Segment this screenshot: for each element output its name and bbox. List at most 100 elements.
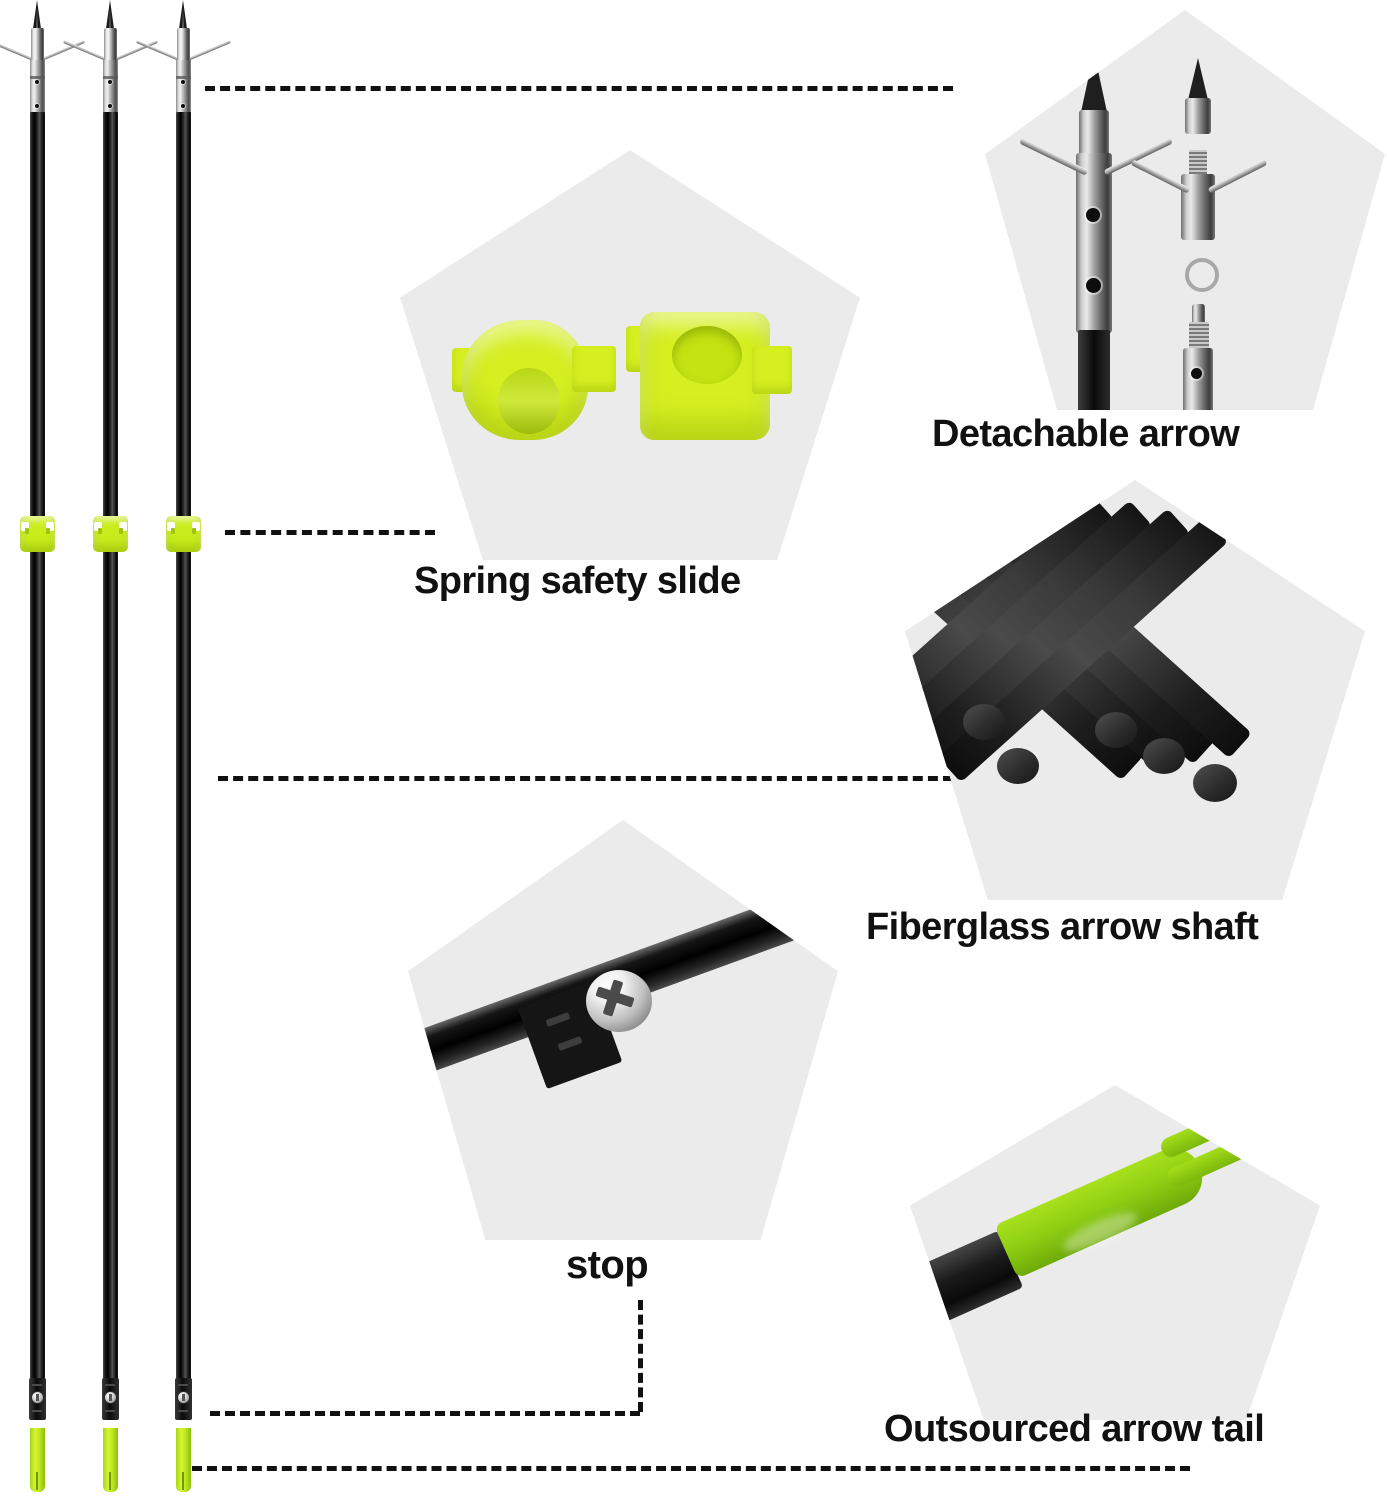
arrow-shaft (103, 112, 118, 1402)
da-exploded-tip-icon (1188, 58, 1208, 100)
arrow-3 (136, 0, 231, 1500)
stop-collar-ridge-top (32, 1384, 42, 1386)
safety-slide-notch-left (94, 522, 102, 531)
stop-collar-ridge-top (178, 1384, 188, 1386)
arrow-nock-slot (109, 1472, 111, 1490)
caption-spring-safety-slide: Spring safety slide (414, 560, 741, 602)
fiberglass-arrow-shaft-illustration (905, 480, 1365, 900)
safety-slide-ear-left (25, 528, 29, 534)
ss-left-tab-inner (572, 346, 616, 392)
da-point-base (1079, 110, 1109, 156)
connector-stop-horizontal (210, 1411, 640, 1416)
safety-slide-notch-right (192, 522, 200, 531)
arrow-nock (103, 1428, 118, 1492)
safety-slide-ear-left (98, 528, 102, 534)
stop-illustration (408, 820, 838, 1240)
broadhead-ferrule-lower (176, 60, 191, 116)
card-fiberglass-arrow-shaft (905, 480, 1365, 900)
da-exploded-insert-hole (1191, 368, 1202, 379)
broadhead-ferrule-lower (103, 60, 118, 116)
ss-right-bore (672, 326, 742, 384)
arrow-nock (30, 1428, 45, 1492)
connector-stop-vertical (638, 1300, 643, 1412)
arrow-shaft (176, 112, 191, 1402)
broadhead-hole-lower (108, 104, 112, 108)
caption-fiberglass-arrow-shaft: Fiberglass arrow shaft (866, 906, 1259, 948)
card-outsourced-arrow-tail (910, 1085, 1320, 1420)
broadhead-barb-left-icon (0, 40, 34, 61)
broadhead-hole-upper (35, 80, 39, 84)
broadhead-barb-left-icon (63, 40, 107, 61)
broadhead-hole-upper (181, 80, 185, 84)
safety-slide-ear-left (171, 528, 175, 534)
connector-spring-safety-slide (225, 530, 435, 535)
ss-left-core (498, 368, 560, 434)
broadhead-hole-lower (35, 104, 39, 108)
arrow-tip-highlight (182, 8, 184, 34)
stop-collar-screw-icon (32, 1392, 43, 1403)
arrow-2 (63, 0, 158, 1500)
stop-collar-screw-icon (105, 1392, 116, 1403)
broadhead-hole-upper (108, 80, 112, 84)
arrow-tip-highlight (109, 8, 111, 34)
da-exploded-insert-body (1183, 348, 1213, 410)
fiberglass-rod-end-4 (1143, 738, 1185, 774)
da-hole-upper (1086, 208, 1100, 222)
broadhead-band (103, 76, 118, 79)
broadhead-hole-lower (181, 104, 185, 108)
da-exploded-stud (1192, 304, 1205, 326)
arrow-nock (176, 1428, 191, 1492)
da-hole-lower (1086, 278, 1101, 293)
broadhead-band (176, 76, 191, 79)
broadhead-ferrule-lower (30, 60, 45, 116)
safety-slide-ear-right (119, 528, 123, 534)
arrow-nock-slot (182, 1472, 184, 1490)
safety-slide-notch-right (119, 522, 127, 531)
caption-detachable-arrow: Detachable arrow (932, 413, 1240, 455)
stop-collar-ridge-top (105, 1384, 115, 1386)
arrow-tip-highlight (36, 8, 38, 34)
caption-stop: stop (566, 1243, 649, 1287)
da-exploded-thread-upper (1189, 150, 1207, 176)
da-point-tip-icon (1081, 52, 1107, 112)
broadhead-barb-right-icon (187, 40, 231, 61)
da-ferrule-body (1076, 153, 1112, 333)
stop-collar-screw-icon (178, 1392, 189, 1403)
connector-fiberglass-arrow-shaft (218, 776, 953, 781)
tail-prong-upper (1157, 1106, 1245, 1161)
fiberglass-rod-end-5 (1193, 764, 1237, 802)
ss-right-tab-right (752, 346, 792, 394)
arrow-product-group (0, 0, 231, 1500)
arrow-1 (0, 0, 85, 1500)
connector-detachable-arrow (205, 86, 953, 91)
spring-safety-slide-illustration (400, 150, 860, 560)
da-exploded-washer-ring-icon (1185, 258, 1219, 292)
da-exploded-tip-base (1185, 98, 1211, 134)
da-exploded-thread-lower (1189, 322, 1209, 352)
broadhead-band (30, 76, 45, 79)
outsourced-arrow-tail-illustration (910, 1085, 1320, 1420)
fiberglass-rod-end-3 (1095, 712, 1137, 748)
broadhead-ferrule-upper (177, 28, 190, 62)
arrow-shaft (30, 112, 45, 1402)
stop-collar-ridge-bottom (178, 1410, 188, 1412)
card-stop (408, 820, 838, 1240)
fiberglass-rod-end-2 (997, 748, 1039, 784)
da-barb-right-icon (1103, 137, 1173, 176)
arrow-nock-slot (36, 1472, 38, 1490)
stop-collar-ridge-bottom (32, 1410, 42, 1412)
safety-slide-notch-left (167, 522, 175, 531)
safety-slide-notch-left (21, 522, 29, 531)
detachable-arrow-illustration (985, 10, 1385, 410)
broadhead-ferrule-upper (104, 28, 117, 62)
safety-slide-ear-right (46, 528, 50, 534)
da-exploded-barb-right-icon (1207, 159, 1268, 194)
card-spring-safety-slide (400, 150, 860, 560)
caption-outsourced-arrow-tail: Outsourced arrow tail (884, 1408, 1265, 1450)
stop-collar-ridge-bottom (105, 1410, 115, 1412)
broadhead-ferrule-upper (31, 28, 44, 62)
safety-slide-notch-right (46, 522, 54, 531)
card-detachable-arrow (985, 10, 1385, 410)
broadhead-barb-left-icon (136, 40, 180, 61)
